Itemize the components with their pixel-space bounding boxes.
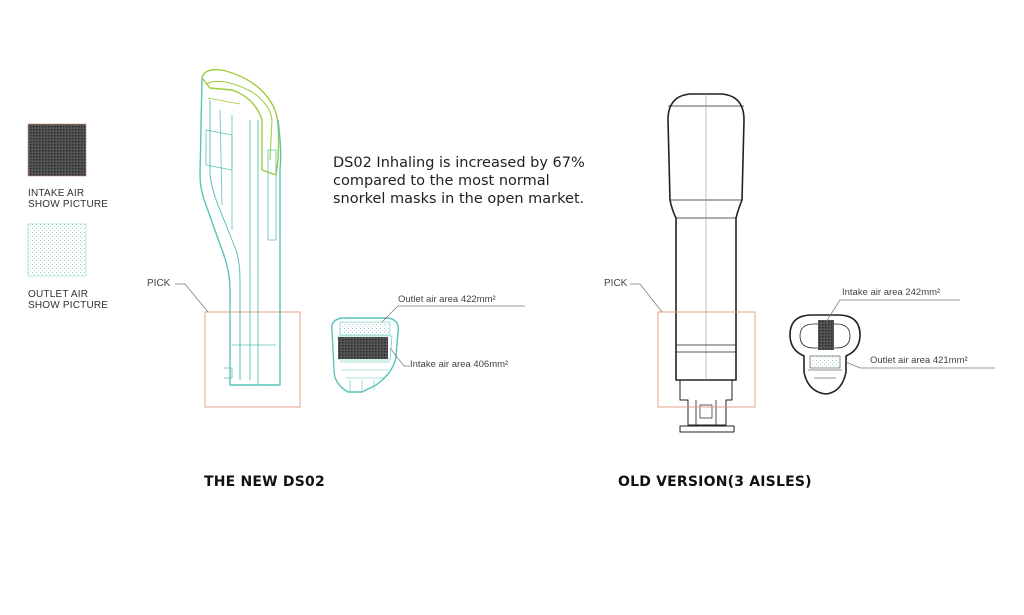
new-outlet-note: Outlet air area 422mm² [398, 294, 496, 305]
statement-line2: compared to the most normal [333, 173, 550, 189]
new-intake-area-fill [338, 337, 388, 359]
statement-line3: snorkel masks in the open market. [333, 191, 585, 207]
new-ds02-snorkel-drawing [199, 68, 282, 386]
new-pick-label: PICK [147, 278, 171, 289]
old-design-caption: OLD VERSION(3 AISLES) [618, 474, 812, 490]
outlet-legend-line2: SHOW PICTURE [28, 300, 109, 311]
old-pick-box [657, 311, 756, 408]
old-pick-leader [630, 283, 663, 313]
old-outlet-leader [845, 361, 995, 369]
outlet-legend-line1: OUTLET AIR [28, 289, 89, 300]
outlet-air-swatch [27, 223, 87, 277]
new-pick-box [204, 311, 301, 408]
old-intake-area-fill [818, 320, 834, 350]
new-intake-leader [389, 347, 410, 367]
new-outlet-leader [381, 305, 525, 323]
intake-legend-line1: INTAKE AIR [28, 188, 85, 199]
old-outlet-area-fill [809, 355, 841, 369]
new-cross-section [331, 317, 399, 393]
old-outlet-note: Outlet air area 421mm² [870, 355, 968, 366]
old-intake-note: Intake air area 242mm² [842, 287, 941, 298]
intake-legend-label: INTAKE AIR SHOW PICTURE [28, 188, 108, 210]
new-design-caption: THE NEW DS02 [204, 474, 325, 490]
old-pick-label: PICK [604, 278, 628, 289]
old-intake-leader [825, 299, 960, 323]
new-outlet-area-fill [339, 321, 391, 336]
intake-air-swatch [27, 123, 87, 177]
old-snorkel-drawing [667, 93, 745, 433]
new-pick-leader [175, 283, 209, 313]
old-cross-section [789, 314, 861, 395]
outlet-legend-label: OUTLET AIR SHOW PICTURE [28, 289, 108, 311]
intake-legend-line2: SHOW PICTURE [28, 199, 109, 210]
performance-statement: DS02 Inhaling is increased by 67% compar… [333, 154, 633, 208]
statement-line1: DS02 Inhaling is increased by 67% [333, 155, 585, 171]
new-intake-note: Intake air area 406mm² [410, 359, 509, 370]
